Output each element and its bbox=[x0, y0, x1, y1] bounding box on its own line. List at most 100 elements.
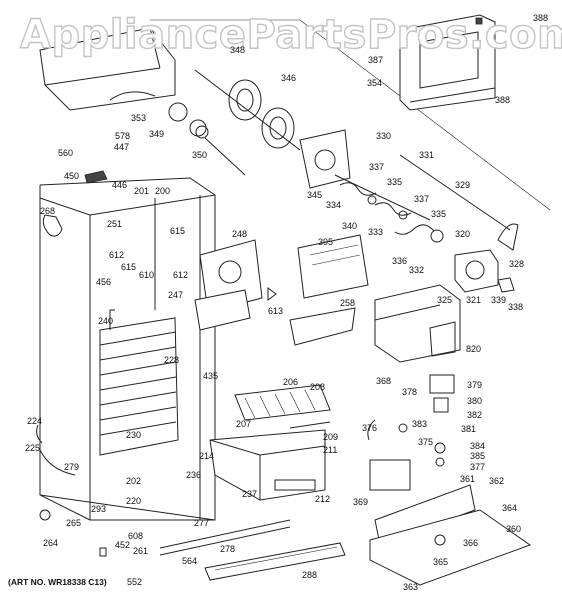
cabinet-outline bbox=[39, 177, 216, 521]
callout-348: 348 bbox=[230, 45, 246, 55]
callout-333: 333 bbox=[368, 227, 384, 237]
callout-447: 447 bbox=[114, 142, 130, 152]
callout-360: 360 bbox=[506, 524, 522, 534]
evaporator-fan-shroud bbox=[194, 239, 277, 331]
callout-279: 279 bbox=[64, 462, 80, 472]
callout-376: 376 bbox=[362, 423, 378, 433]
callout-369: 369 bbox=[353, 497, 369, 507]
callout-331: 331 bbox=[419, 150, 435, 160]
callout-564: 564 bbox=[182, 556, 198, 566]
callout-363: 363 bbox=[403, 582, 419, 592]
callout-268: 268 bbox=[40, 206, 56, 216]
evaporator bbox=[99, 309, 179, 456]
callout-382: 382 bbox=[467, 410, 483, 420]
callout-364: 364 bbox=[502, 503, 518, 513]
callout-247: 247 bbox=[168, 290, 184, 300]
callout-264: 264 bbox=[43, 538, 59, 548]
callout-330: 330 bbox=[376, 131, 392, 141]
dispenser-door bbox=[399, 14, 496, 111]
callout-337a: 337 bbox=[369, 162, 385, 172]
callout-335a: 335 bbox=[387, 177, 403, 187]
watermark: AppliancePartsPros.com bbox=[19, 11, 562, 58]
callout-225: 225 bbox=[25, 443, 41, 453]
callout-452: 452 bbox=[115, 540, 131, 550]
freezer-basket bbox=[209, 429, 326, 501]
callout-237: 237 bbox=[242, 489, 258, 499]
callout-349: 349 bbox=[149, 129, 165, 139]
callout-450: 450 bbox=[64, 171, 80, 181]
cover-panel bbox=[297, 234, 369, 299]
callout-338: 338 bbox=[508, 302, 524, 312]
divider-line bbox=[150, 19, 551, 211]
callout-334: 334 bbox=[326, 200, 342, 210]
motor-bracket bbox=[299, 129, 351, 189]
callout-610: 610 bbox=[139, 270, 155, 280]
callout-362: 362 bbox=[489, 476, 505, 486]
callout-332: 332 bbox=[409, 265, 425, 275]
callout-320: 320 bbox=[455, 229, 471, 239]
callout-251: 251 bbox=[107, 219, 123, 229]
callout-552: 552 bbox=[127, 577, 143, 587]
callout-377: 377 bbox=[470, 462, 486, 472]
art-number: (ART NO. WR18338 C13) bbox=[8, 577, 107, 587]
ice-maker bbox=[374, 284, 461, 363]
callout-202: 202 bbox=[126, 476, 142, 486]
callout-278: 278 bbox=[220, 544, 236, 554]
auger-motor-parts bbox=[168, 102, 246, 176]
callout-261: 261 bbox=[133, 546, 149, 556]
callout-378: 378 bbox=[402, 387, 418, 397]
callout-379: 379 bbox=[467, 380, 483, 390]
callout-288: 288 bbox=[302, 570, 318, 580]
ice-bucket bbox=[39, 27, 176, 111]
callout-350: 350 bbox=[192, 150, 208, 160]
callout-209: 209 bbox=[323, 432, 339, 442]
callout-353: 353 bbox=[131, 113, 147, 123]
callout-212: 212 bbox=[315, 494, 331, 504]
callout-380: 380 bbox=[467, 396, 483, 406]
callout-387: 387 bbox=[368, 55, 384, 65]
callout-456: 456 bbox=[96, 277, 112, 287]
callout-345: 345 bbox=[307, 190, 323, 200]
callout-206: 206 bbox=[283, 377, 299, 387]
ice-maker-head bbox=[454, 223, 519, 293]
auger-assembly bbox=[194, 69, 301, 151]
callout-368: 368 bbox=[376, 376, 392, 386]
callout-612a: 612 bbox=[109, 250, 125, 260]
left-side-parts bbox=[36, 170, 108, 557]
callout-354: 354 bbox=[367, 78, 383, 88]
callout-211: 211 bbox=[323, 445, 338, 455]
callout-608: 608 bbox=[128, 531, 144, 541]
machine-compartment-parts bbox=[369, 459, 532, 586]
callout-293: 293 bbox=[91, 504, 107, 514]
callout-385: 385 bbox=[470, 451, 486, 461]
callout-820: 820 bbox=[466, 344, 482, 354]
callout-612b: 612 bbox=[173, 270, 189, 280]
callout-265: 265 bbox=[66, 518, 82, 528]
callout-325: 325 bbox=[437, 295, 453, 305]
toe-grille bbox=[159, 519, 346, 581]
callout-329: 329 bbox=[455, 180, 471, 190]
callout-337b: 337 bbox=[414, 194, 430, 204]
callout-388a: 388 bbox=[533, 13, 549, 23]
callout-365: 365 bbox=[433, 557, 449, 567]
callout-214: 214 bbox=[199, 451, 215, 461]
callout-321: 321 bbox=[466, 295, 482, 305]
callout-224: 224 bbox=[27, 416, 43, 426]
callout-361: 361 bbox=[460, 474, 476, 484]
linkage-parts bbox=[334, 154, 511, 243]
callout-240: 240 bbox=[98, 316, 114, 326]
callout-220: 220 bbox=[126, 496, 142, 506]
callout-228: 228 bbox=[164, 355, 180, 365]
callout-328: 328 bbox=[509, 259, 525, 269]
callout-578: 578 bbox=[115, 131, 131, 141]
water-valve-parts bbox=[367, 374, 455, 467]
callout-340: 340 bbox=[342, 221, 358, 231]
callout-258: 258 bbox=[340, 298, 356, 308]
callout-230: 230 bbox=[126, 430, 142, 440]
callout-613: 613 bbox=[268, 306, 284, 316]
ice-maker-cover bbox=[289, 307, 356, 346]
callout-248: 248 bbox=[232, 229, 248, 239]
callout-339: 339 bbox=[491, 295, 507, 305]
callout-383: 383 bbox=[412, 419, 428, 429]
callout-395: 395 bbox=[318, 237, 334, 247]
